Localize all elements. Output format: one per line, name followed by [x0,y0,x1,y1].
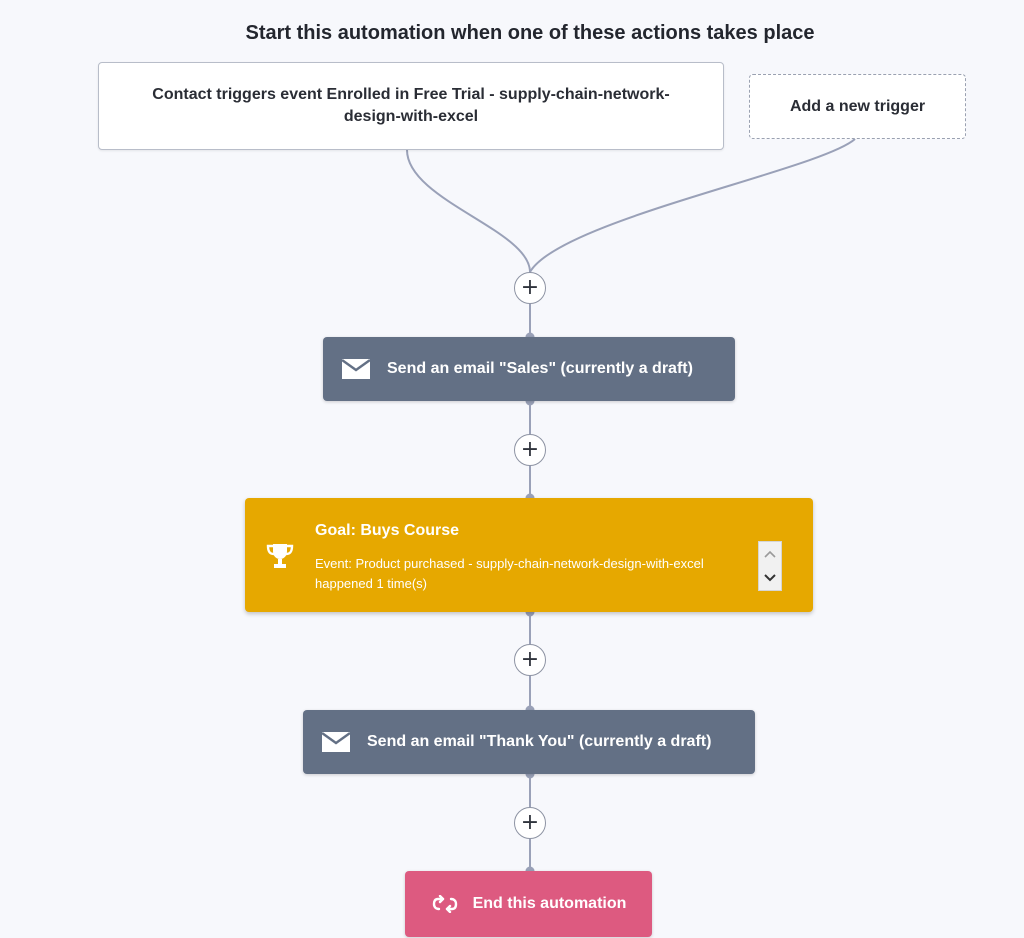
add-step-button[interactable]: + [514,644,546,676]
end-automation-label: End this automation [472,895,627,912]
goal-description-scrollbar[interactable] [758,541,782,591]
plus-icon: + [520,647,540,672]
send-email-sales-step[interactable]: Send an email "Sales" (currently a draft… [323,337,735,401]
trophy-icon [265,542,295,575]
add-step-button[interactable]: + [514,434,546,466]
page-title: Start this automation when one of these … [245,22,815,44]
envelope-icon [341,358,371,380]
add-trigger-label: Add a new trigger [789,97,926,115]
trigger-connector [406,149,531,273]
goal-description: Event: Product purchased - supply-chain-… [315,556,704,591]
goal-title: Goal: Buys Course [315,522,460,539]
send-email-thank-you-step[interactable]: Send an email "Thank You" (currently a d… [303,710,755,774]
add-trigger-connector [529,138,856,273]
send-email-sales-label: Send an email "Sales" (currently a draft… [387,360,693,377]
add-step-button[interactable]: + [514,807,546,839]
send-email-thank-you-label: Send an email "Thank You" (currently a d… [367,733,712,750]
scroll-up-button[interactable] [759,542,781,566]
plus-icon: + [520,810,540,835]
chevron-up-icon [764,550,776,558]
chevron-down-icon [764,574,776,582]
goal-step[interactable]: Goal: Buys Course Event: Product purchas… [245,498,813,612]
plus-icon: + [520,437,540,462]
add-trigger-button[interactable]: Add a new trigger [749,74,966,139]
envelope-icon [321,731,351,753]
loop-arrows-icon [431,895,459,913]
trigger-card[interactable]: Contact triggers event Enrolled in Free … [98,62,724,150]
end-automation-step[interactable]: End this automation [405,871,652,937]
trigger-text: Contact triggers event Enrolled in Free … [152,86,670,125]
plus-icon: + [520,275,540,300]
scroll-down-button[interactable] [759,566,781,590]
add-step-button[interactable]: + [514,272,546,304]
